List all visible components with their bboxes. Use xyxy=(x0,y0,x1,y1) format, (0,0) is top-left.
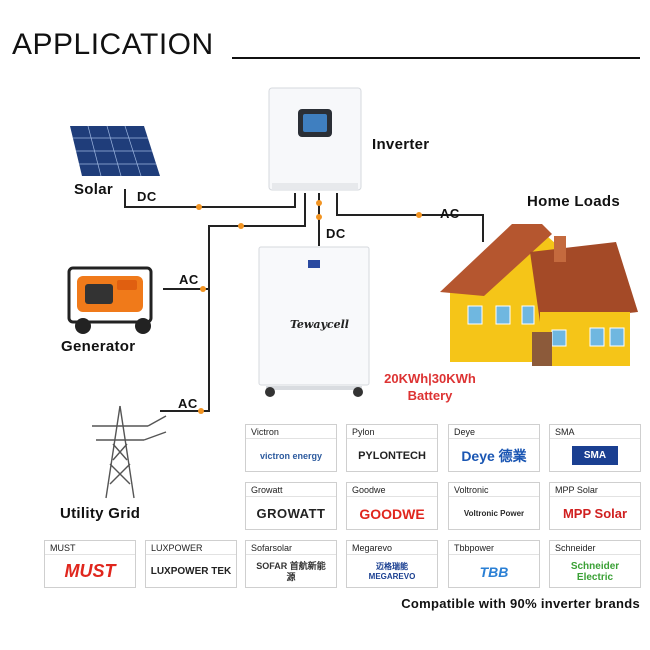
page-title: APPLICATION xyxy=(12,28,214,61)
home-loads-label: Home Loads xyxy=(527,193,621,210)
arrow-battery-down xyxy=(316,214,322,220)
brand-name: LUXPOWER xyxy=(151,543,203,553)
brand-logo: SOFAR 首航新能源 xyxy=(256,560,326,582)
brand-logo: MPP Solar xyxy=(562,506,628,521)
brand-card-victron: Victron victron energy xyxy=(245,424,337,472)
grid-ac-label: AC xyxy=(178,396,198,411)
brand-name: Megarevo xyxy=(352,543,393,553)
house-image xyxy=(440,212,640,372)
brand-card-sma: SMA SMA xyxy=(549,424,641,472)
wire-ac-bus-top xyxy=(208,225,306,227)
brand-card-goodwe: Goodwe GOODWE xyxy=(346,482,438,530)
title-rule xyxy=(232,57,640,59)
brand-name: Schneider xyxy=(555,543,596,553)
brand-name: MPP Solar xyxy=(555,485,598,495)
brand-logo: 迈格瑞能 MEGAREVO xyxy=(368,561,416,581)
wire-grid xyxy=(160,410,210,412)
utility-grid-label: Utility Grid xyxy=(60,505,141,522)
brand-name: Goodwe xyxy=(352,485,386,495)
wire-solar-up xyxy=(294,193,296,208)
arrow-battery-up xyxy=(316,200,322,206)
compatibility-note: Compatible with 90% inverter brands xyxy=(401,596,640,611)
brand-name: Victron xyxy=(251,427,279,437)
battery-capacity: 20KWh|30KWh xyxy=(384,371,476,386)
wire-home-up xyxy=(336,193,338,215)
brand-name: Sofarsolar xyxy=(251,543,293,553)
wire-solar-horizontal xyxy=(124,206,296,208)
arrow-grid xyxy=(198,408,204,414)
brand-card-schneider: Schneider Schneider Electric xyxy=(549,540,641,588)
brand-name: MUST xyxy=(50,543,76,553)
arrow-ac-top xyxy=(238,223,244,229)
brand-logo: LUXPOWER TEK xyxy=(150,566,232,577)
brand-card-tbbpower: Tbbpower TBB xyxy=(448,540,540,588)
battery-dc-label: DC xyxy=(326,226,346,241)
arrow-home xyxy=(416,212,422,218)
arrow-solar xyxy=(196,204,202,210)
brand-logo: GROWATT xyxy=(256,506,326,521)
brand-name: Voltronic xyxy=(454,485,489,495)
brand-name: Pylon xyxy=(352,427,375,437)
wire-solar-down xyxy=(124,189,126,208)
brand-logo: TBB xyxy=(479,563,509,580)
solar-dc-label: DC xyxy=(137,189,157,204)
brand-card-deye: Deye Deye 德業 xyxy=(448,424,540,472)
brand-logo: Voltronic Power xyxy=(463,509,525,518)
brand-card-megarevo: Megarevo 迈格瑞能 MEGAREVO xyxy=(346,540,438,588)
brand-card-voltronic: Voltronic Voltronic Power xyxy=(448,482,540,530)
brand-name: Tbbpower xyxy=(454,543,495,553)
battery-cabinet xyxy=(258,246,370,398)
generator-image xyxy=(63,258,163,336)
brand-card-sofarsolar: Sofarsolar SOFAR 首航新能源 xyxy=(245,540,337,588)
generator-ac-label: AC xyxy=(179,272,199,287)
brand-name: SMA xyxy=(555,427,575,437)
brand-logo: MUST xyxy=(64,561,116,581)
brand-card-luxpower: LUXPOWER LUXPOWER TEK xyxy=(145,540,237,588)
brand-logo: Deye 德業 xyxy=(461,447,527,464)
brand-logo: SMA xyxy=(571,446,619,465)
battery-label: Battery xyxy=(407,388,453,403)
brand-name: Growatt xyxy=(251,485,283,495)
brand-logo: PYLONTECH xyxy=(358,449,426,462)
battery-brand-logo: Tewaycell xyxy=(290,318,349,331)
brand-name: Deye xyxy=(454,427,476,437)
wire-ac-bus-vertical xyxy=(208,225,210,412)
inverter-device xyxy=(268,87,362,193)
brand-card-mpp-solar: MPP Solar MPP Solar xyxy=(549,482,641,530)
utility-tower xyxy=(72,404,168,500)
wire-generator xyxy=(163,288,210,290)
solar-panel xyxy=(66,124,162,180)
wire-ac-bus-up xyxy=(304,193,306,227)
brand-card-pylon: Pylon PYLONTECH xyxy=(346,424,438,472)
brand-logo: Schneider Electric xyxy=(570,560,620,583)
wire-home-down xyxy=(482,214,484,242)
arrow-generator xyxy=(200,286,206,292)
wire-home-horizontal xyxy=(336,214,484,216)
brand-logo: victron energy xyxy=(259,450,323,461)
solar-label: Solar xyxy=(74,181,114,198)
brand-logo: GOODWE xyxy=(359,505,425,522)
home-ac-label: AC xyxy=(440,206,460,221)
inverter-label: Inverter xyxy=(372,136,430,153)
brand-card-must: MUST MUST xyxy=(44,540,136,588)
brand-card-growatt: Growatt GROWATT xyxy=(245,482,337,530)
generator-label: Generator xyxy=(61,338,136,355)
